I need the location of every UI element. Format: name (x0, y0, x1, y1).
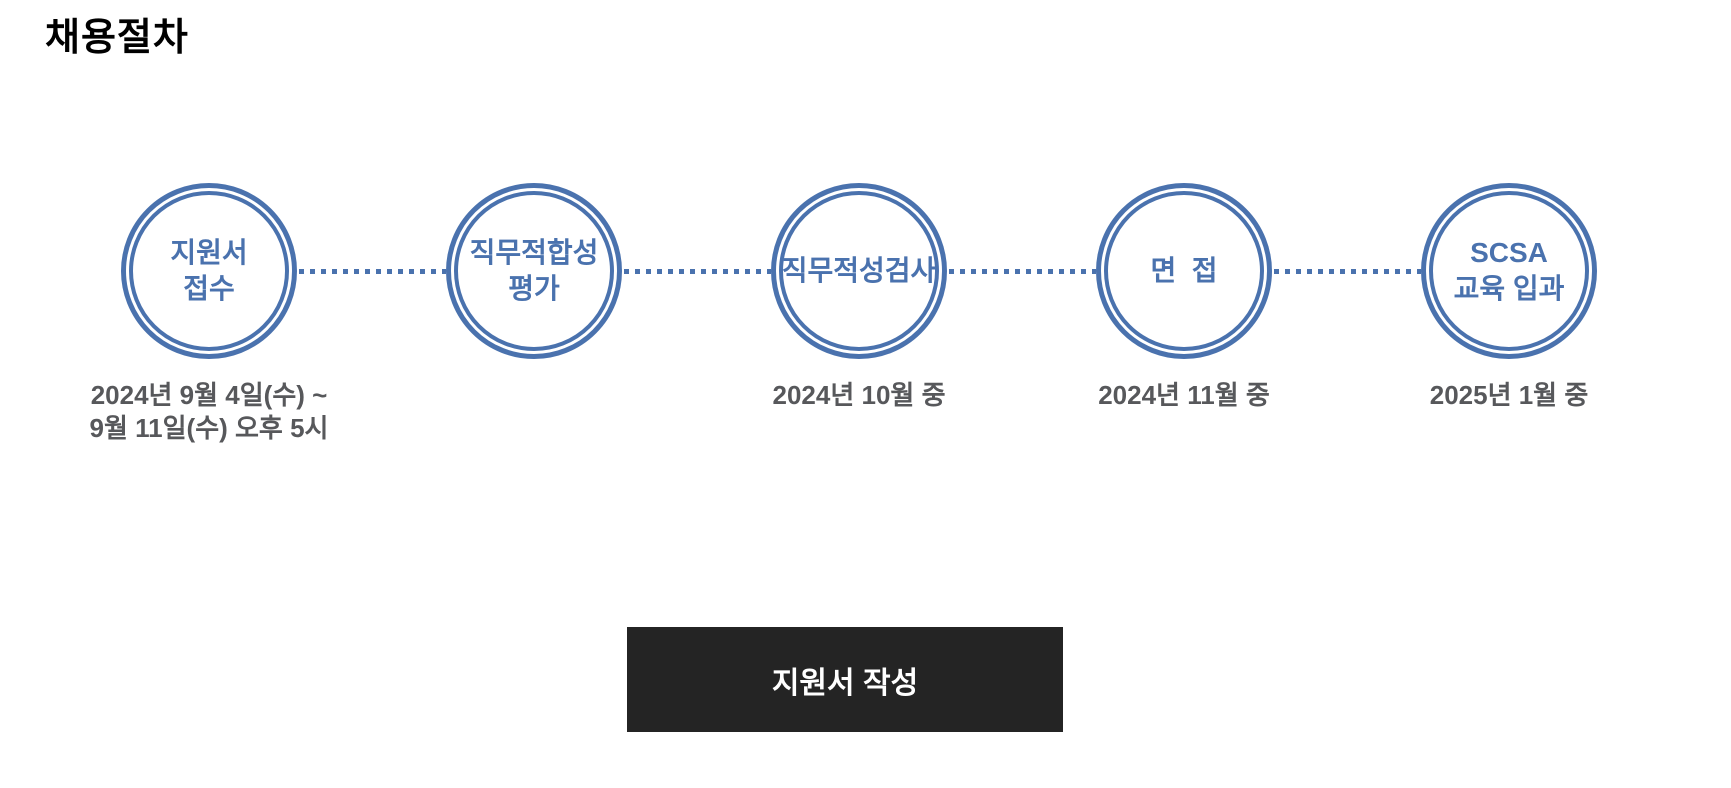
dotted-connector (1274, 269, 1421, 274)
step-label: SCSA 교육 입과 (1453, 236, 1565, 304)
step-date-scsa-training: 2025년 1월 중 (1429, 380, 1589, 410)
step-label: 직무적성검사 (781, 254, 937, 286)
apply-button[interactable]: 지원서 작성 (627, 627, 1063, 732)
dotted-connector (624, 269, 771, 274)
step-circle-scsa-training: SCSA 교육 입과 (1421, 183, 1597, 359)
dotted-connector (299, 269, 446, 274)
step-label: 면 접 (1150, 254, 1218, 286)
page-title: 채용절차 (45, 17, 189, 59)
step-label: 지원서 접수 (170, 236, 248, 304)
dotted-connector (949, 269, 1096, 274)
step-date-aptitude-test: 2024년 10월 중 (772, 380, 946, 410)
step-circle-interview: 면 접 (1096, 183, 1272, 359)
step-label: 직무적합성 평가 (469, 236, 599, 304)
step-date-interview: 2024년 11월 중 (1098, 380, 1270, 410)
step-circle-aptitude-test: 직무적성검사 (771, 183, 947, 359)
step-circle-application: 지원서 접수 (121, 183, 297, 359)
step-circle-job-suitability: 직무적합성 평가 (446, 183, 622, 359)
step-date-application: 2024년 9월 4일(수) ~ 9월 11일(수) 오후 5시 (89, 380, 329, 444)
